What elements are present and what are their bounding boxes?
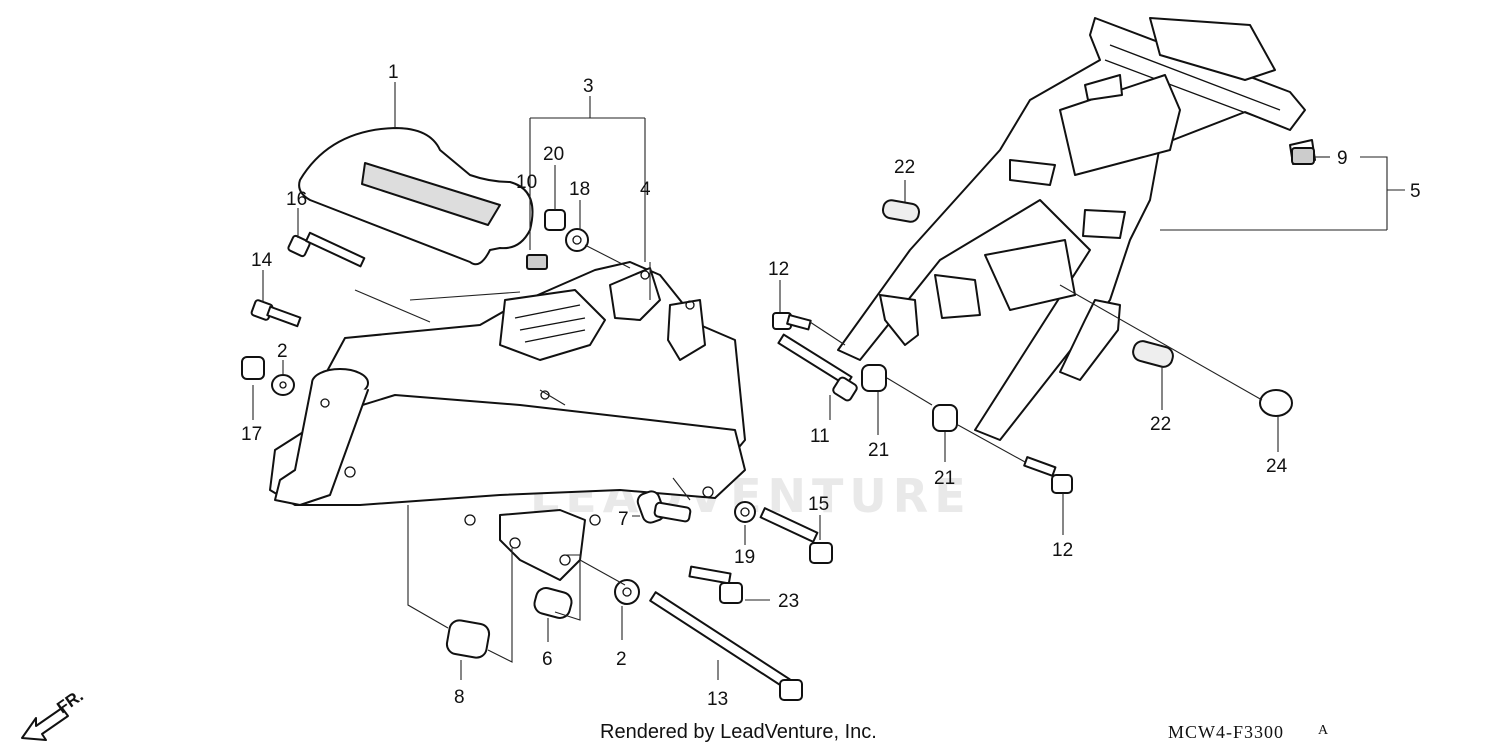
callout-8: 8 [454,687,465,708]
callout-13: 13 [707,689,728,710]
callout-17: 17 [241,424,262,445]
credit-text: Rendered by LeadVenture, Inc. [600,721,877,743]
part-12-bolt-upper[interactable] [772,312,812,331]
part-8-rubber-mount[interactable] [445,619,491,659]
callout-2-lower: 2 [616,649,627,670]
callout-3: 3 [583,76,594,97]
callout-5: 5 [1410,181,1421,202]
callout-12-upper: 12 [768,259,789,280]
main-frame[interactable] [269,261,746,581]
rear-sub-frame[interactable] [837,17,1316,441]
callout-14: 14 [251,250,273,271]
callout-1: 1 [388,62,399,83]
part-10-clip[interactable] [526,254,548,270]
callout-21-a: 21 [868,440,889,461]
part-9-clip[interactable] [1291,147,1315,165]
callout-23: 23 [778,591,799,612]
part-13-long-bolt[interactable] [649,591,803,701]
part-2-washer-lower[interactable] [614,579,640,605]
callout-22-lower: 22 [1150,414,1171,435]
callout-9: 9 [1337,148,1348,169]
part-17-nut[interactable] [241,356,265,380]
callout-12-lower: 12 [1052,540,1073,561]
callout-7: 7 [618,509,629,530]
part-22-bushing-lower[interactable] [1131,339,1175,369]
callout-11: 11 [810,426,830,447]
part-19-collar[interactable] [734,501,756,523]
part-16-bolt[interactable] [287,231,366,268]
diagram-code: MCW4-F3300 [1168,722,1284,742]
callout-2-upper: 2 [277,341,288,362]
callout-19: 19 [734,547,755,568]
callout-15: 15 [808,494,829,515]
callout-22-upper: 22 [894,157,915,178]
part-1-seat-pad[interactable] [298,127,534,266]
callout-6: 6 [542,649,553,670]
part-11-bolt[interactable] [777,333,858,402]
part-20-nut[interactable] [544,209,566,231]
diagram-revision: A [1318,723,1329,738]
part-14-bolt[interactable] [250,299,302,328]
part-18-collar[interactable] [565,228,589,252]
callout-18: 18 [569,179,590,200]
front-arrow-icon [21,707,69,741]
part-2-washer-upper[interactable] [271,374,295,396]
part-21-collar-b[interactable] [932,404,958,432]
callout-4: 4 [640,179,651,200]
callout-16: 16 [286,189,307,210]
callout-21-b: 21 [934,468,955,489]
part-23-bolt[interactable] [688,565,743,604]
part-12-bolt-lower[interactable] [1023,456,1073,494]
callouts: 1 3 20 10 18 4 16 14 2 17 12 11 21 21 12… [241,62,1421,710]
part-21-collar-a[interactable] [861,364,887,392]
callout-24: 24 [1266,456,1288,477]
part-24-cap[interactable] [1259,389,1293,417]
leader-lines [252,82,1405,680]
part-22-bushing-upper[interactable] [881,199,921,223]
front-direction-indicator: FR. [21,686,87,741]
part-15-bolt[interactable] [759,507,833,564]
part-7-bolt[interactable] [636,489,692,525]
callout-20: 20 [543,144,564,165]
part-6-bushing[interactable] [532,586,574,620]
callout-10: 10 [516,172,537,193]
